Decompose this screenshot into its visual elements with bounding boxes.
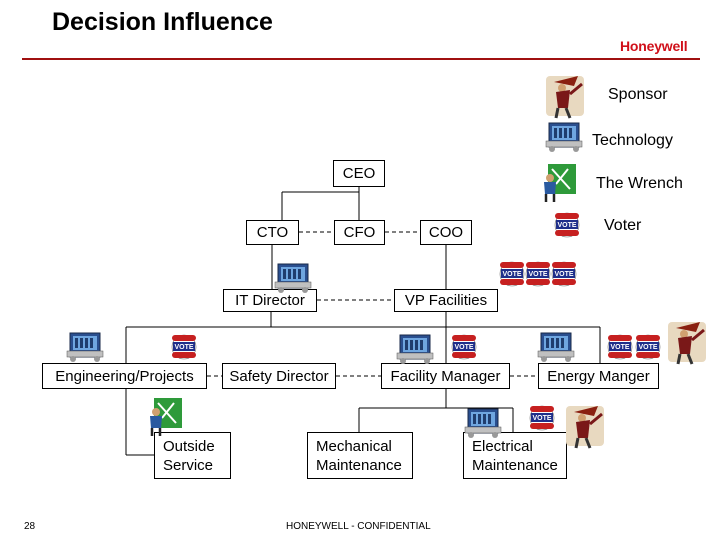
node-it-director: IT Director (223, 289, 317, 312)
sponsor-figure-icon (564, 404, 606, 450)
technology-computer-icon (396, 334, 434, 365)
electrical-line-1: Electrical (472, 437, 533, 455)
outside-service-line-2: Service (163, 456, 214, 474)
node-vp-facilities: VP Facilities (394, 289, 498, 312)
node-mechanical-maintenance: Mechanical Maintenance (307, 432, 413, 479)
technology-computer-icon (537, 332, 575, 363)
vote-badge-icon (451, 334, 477, 360)
electrical-line-2: Maintenance (472, 456, 558, 474)
mechanical-line-2: Maintenance (316, 456, 402, 474)
wrench-figure-icon (542, 162, 578, 204)
technology-computer-icon (464, 408, 502, 439)
node-cto: CTO (246, 220, 299, 245)
vote-badge-icon (525, 261, 551, 287)
node-facility-manager: Facility Manager (381, 363, 510, 389)
slide-title: Decision Influence (52, 8, 273, 36)
page-number: 28 (24, 521, 36, 532)
node-outside-service: Outside Service (154, 432, 231, 479)
outside-service-line-1: Outside (163, 437, 215, 455)
title-divider (22, 58, 700, 60)
node-coo: COO (420, 220, 472, 245)
vote-badge-icon (499, 261, 525, 287)
node-cfo: CFO (334, 220, 385, 245)
sponsor-figure-icon (544, 74, 586, 120)
technology-computer-icon (66, 332, 104, 363)
vote-badge-icon (529, 405, 555, 431)
vote-badge-icon (171, 334, 197, 360)
node-safety-director: Safety Director (222, 363, 336, 389)
node-electrical-maintenance: Electrical Maintenance (463, 432, 567, 479)
vote-badge-icon (551, 261, 577, 287)
confidential-footer: HONEYWELL - CONFIDENTIAL (286, 521, 431, 532)
legend-voter: Voter (604, 217, 642, 234)
legend-technology: Technology (592, 132, 673, 149)
technology-computer-icon (274, 263, 312, 294)
honeywell-logo: Honeywell (620, 38, 688, 54)
vote-badge-icon (635, 334, 661, 360)
sponsor-figure-icon (666, 320, 708, 366)
mechanical-line-1: Mechanical (316, 437, 392, 455)
node-ceo: CEO (333, 160, 385, 187)
vote-badge-icon (554, 212, 580, 238)
wrench-figure-icon (148, 396, 184, 438)
legend-sponsor: Sponsor (608, 86, 668, 103)
legend-wrench: The Wrench (596, 175, 683, 192)
node-energy-manager: Energy Manger (538, 363, 659, 389)
technology-computer-icon (545, 122, 583, 153)
node-engineering-projects: Engineering/Projects (42, 363, 207, 389)
vote-badge-icon (607, 334, 633, 360)
